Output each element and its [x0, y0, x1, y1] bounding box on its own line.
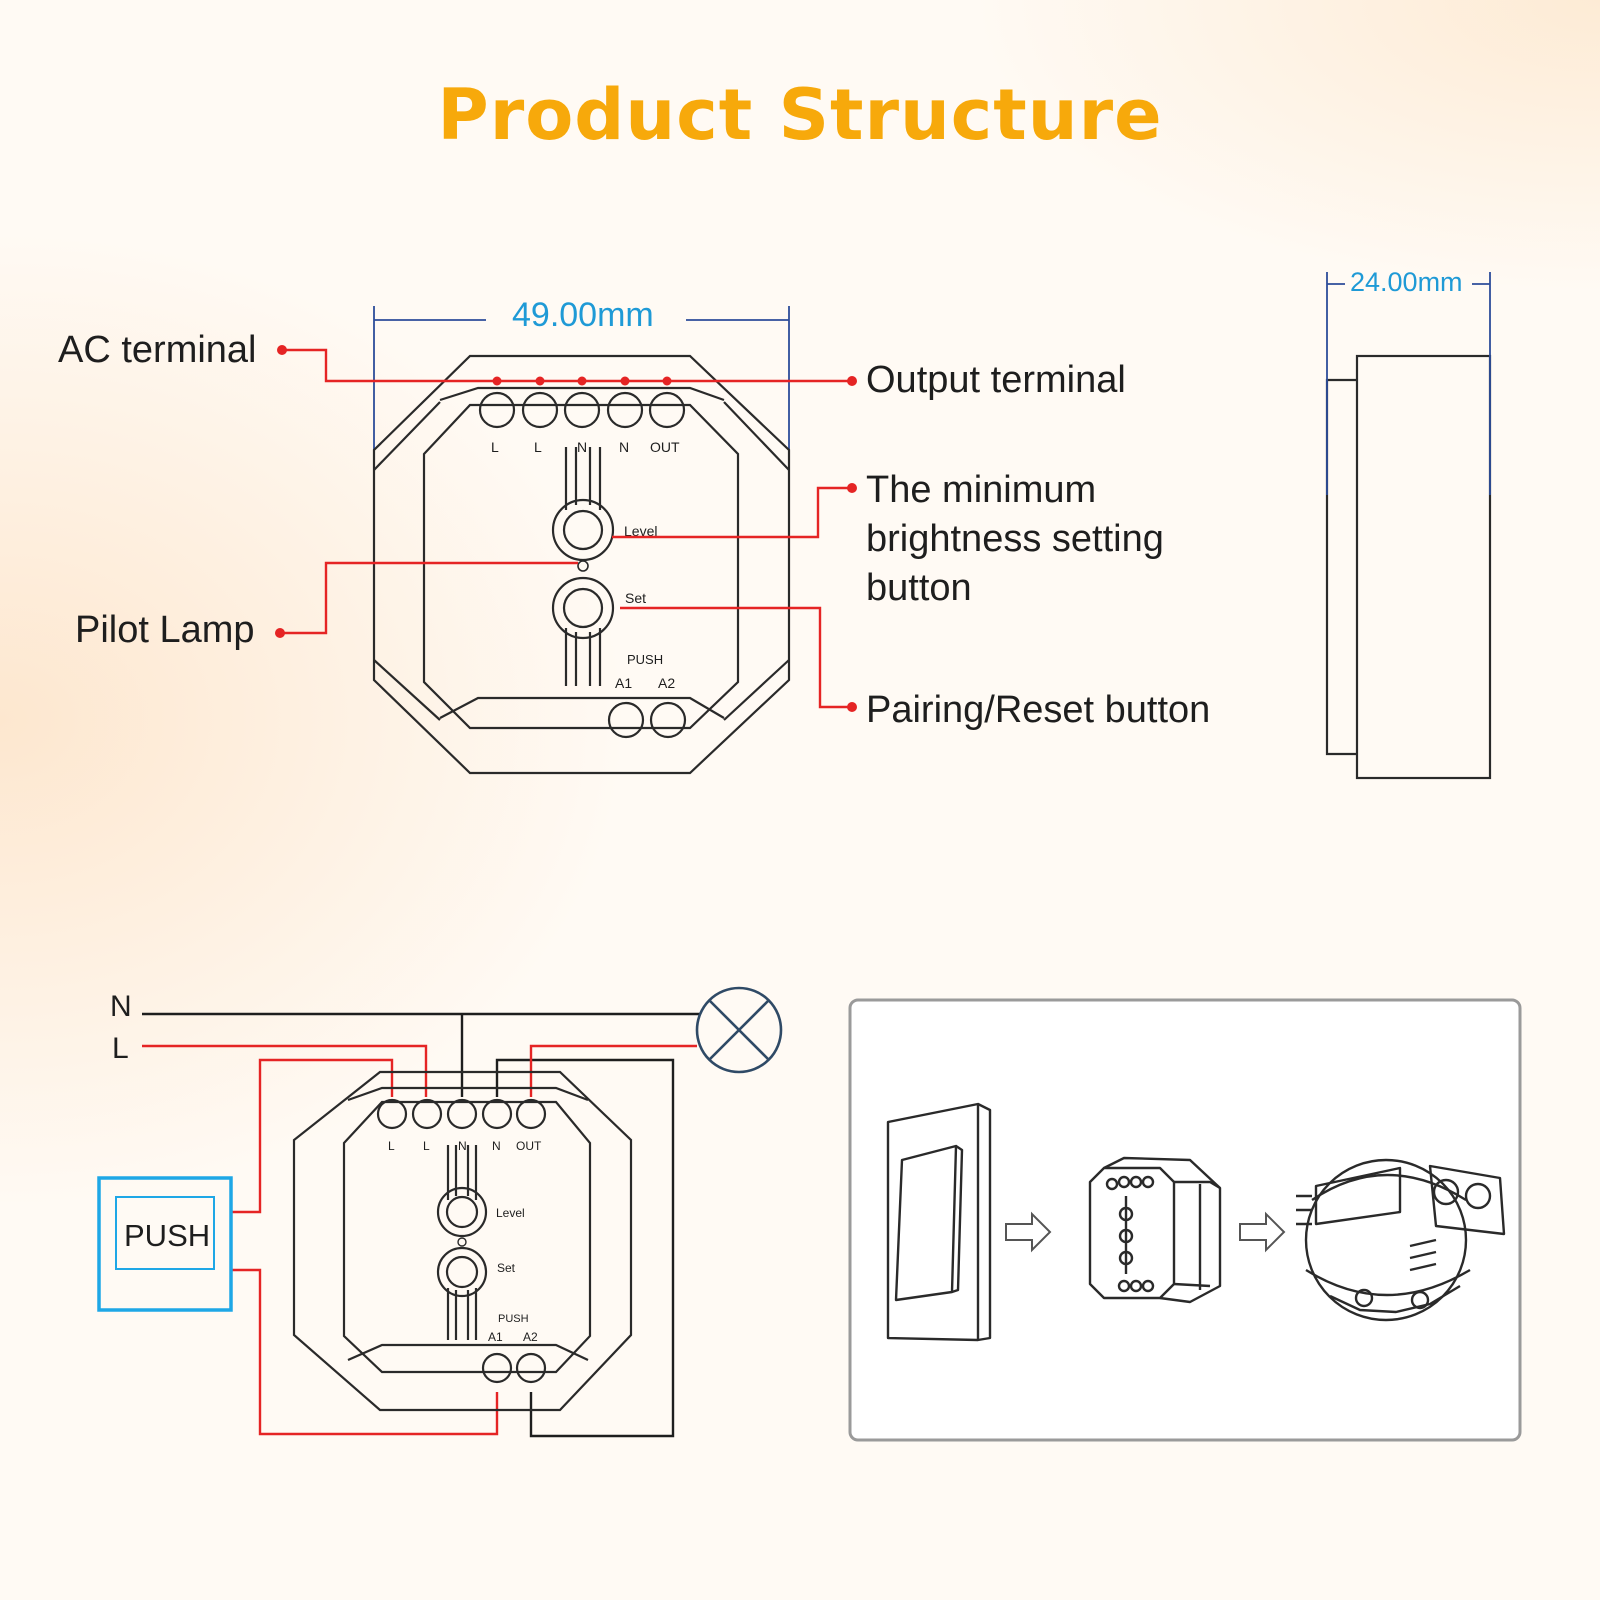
push-terminal-label: A2 [658, 675, 675, 691]
lamp-icon [695, 986, 783, 1074]
push-button-label: PUSH [124, 1218, 210, 1253]
push-terminal-label: A1 [615, 675, 632, 691]
terminal-label: N [492, 1139, 501, 1153]
terminal-label: L [534, 439, 542, 455]
min-brightness-label-line3: button [866, 567, 972, 609]
side-view [1325, 272, 1492, 780]
ac-terminal-label: AC terminal [58, 329, 257, 371]
min-brightness-label-line1: The minimum [866, 469, 1097, 511]
wiring-diagram: N L PUSH [97, 986, 783, 1438]
dimmer-module-icon [1088, 1156, 1222, 1304]
set-label: Set [625, 590, 646, 606]
pairing-reset-label: Pairing/Reset button [866, 689, 1211, 731]
push-terminal-a2 [649, 701, 687, 739]
push-label: PUSH [498, 1313, 529, 1325]
terminal-label: OUT [650, 439, 680, 455]
top-terminal-row [478, 391, 686, 429]
terminal-label: N [577, 439, 587, 455]
pilot-lamp-label: Pilot Lamp [75, 609, 255, 651]
bottom-device-text: L L N N OUT Level Set PUSH A1 A2 [388, 1139, 542, 1344]
installation-panel [848, 998, 1522, 1442]
push-terminal-label: A2 [523, 1330, 538, 1344]
device-housing [372, 354, 791, 775]
level-button [551, 498, 615, 562]
device-inner-frame [422, 403, 740, 730]
arrow-right-icon [1239, 1211, 1286, 1253]
width-dimension-label: 49.00mm [512, 296, 654, 334]
terminal-label: OUT [516, 1139, 542, 1153]
arrow-right-icon [1005, 1211, 1052, 1253]
bottom-device [292, 1070, 633, 1412]
terminal-label: L [491, 439, 499, 455]
push-terminal-a1 [607, 701, 645, 739]
width-dimension [373, 306, 790, 530]
push-button-box: PUSH [97, 1176, 233, 1312]
live-line-label: L [112, 1032, 129, 1065]
wall-switch-icon [886, 1102, 992, 1342]
level-label: Level [624, 523, 657, 539]
terminal-label: N [619, 439, 629, 455]
terminal-label: L [423, 1139, 430, 1153]
depth-dimension-label: 24.00mm [1350, 267, 1463, 297]
terminal-label: N [458, 1139, 467, 1153]
set-button [551, 576, 615, 640]
top-device [372, 306, 791, 775]
pilot-lamp [577, 560, 589, 572]
min-brightness-label-line2: brightness setting [866, 518, 1164, 560]
top-device-text: L L N N OUT Level Set PUSH A1 A2 [491, 439, 680, 691]
callout-dots [275, 345, 857, 712]
terminal-label: L [388, 1139, 395, 1153]
push-terminal-label: A1 [488, 1330, 503, 1344]
neutral-line-label: N [110, 990, 132, 1023]
level-label: Level [496, 1206, 525, 1220]
wall-box-icon [1296, 1158, 1506, 1322]
push-label: PUSH [627, 652, 663, 667]
set-label: Set [497, 1261, 516, 1275]
page-title: Product Structure [437, 74, 1163, 156]
output-terminal-label: Output terminal [866, 359, 1126, 401]
